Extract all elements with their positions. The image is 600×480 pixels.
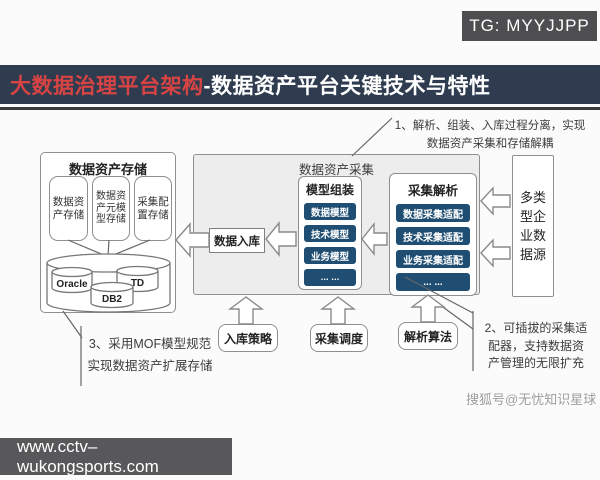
footer-url: www.cctv–wukongsports.com [17, 436, 159, 476]
page-title-red: 大数据治理平台架构 [10, 74, 204, 98]
adapter-data: 数据采集适配 [396, 204, 470, 222]
arrow-up-icon [409, 294, 447, 323]
store-asset: 数据资产存储 [49, 176, 88, 241]
annotation-2-line3: 产管理的无限扩充 [487, 356, 584, 370]
store-metamodel: 数据资产元模型存储 [92, 176, 130, 241]
arrow-left-icon [480, 238, 511, 268]
header-divider [0, 107, 600, 110]
annotation-2-line2: 配器，支持数据资 [487, 338, 584, 353]
page-title: 大数据治理平台架构-数据资产平台关键技术与特性 [0, 65, 600, 104]
arrow-left-icon [480, 186, 511, 216]
ingest-strategy-box: 入库策略 [218, 324, 278, 352]
storage-group-title: 数据资产存储 [68, 162, 147, 177]
tg-badge-label: TG: MYYJJPP [469, 16, 590, 35]
storage-group: 数据资产存储 数据资产存储 数据资产元模型存储 采集配置存储 [40, 152, 176, 313]
tg-badge: TG: MYYJJPP [462, 11, 597, 41]
arrow-up-icon [227, 296, 265, 325]
collect-parse-title: 采集解析 [407, 184, 458, 198]
annotation-3-line1: 3、采用MOF模型规范 [88, 337, 212, 351]
annotation-2: 2、可插拔的采集适 配器，支持数据资 产管理的无限扩充 [476, 320, 596, 373]
parse-algorithm-box: 解析算法 [398, 322, 458, 350]
collection-panel: 数据资产采集 数据入库 模型组装 数据模型 技术模型 业务模型 ... ... … [193, 154, 480, 296]
model-data: 数据模型 [304, 203, 356, 220]
watermark-text: 搜狐号@无忧知识星球 [466, 392, 597, 407]
collect-schedule-box: 采集调度 [310, 324, 368, 352]
store-config: 采集配置存储 [134, 176, 172, 241]
annotation-1-line1: 1、解析、组装、入库过程分离，实现 [394, 120, 586, 132]
adapter-more: ... ... [396, 273, 470, 291]
annotation-3: 3、采用MOF模型规范 实现数据资产扩展存储 [86, 333, 214, 377]
page-title-white: -数据资产平台关键技术与特性 [203, 74, 491, 98]
adapter-business: 业务采集适配 [396, 250, 470, 268]
arrow-up-icon [319, 296, 357, 325]
collect-parse-panel: 采集解析 数据采集适配 技术采集适配 业务采集适配 ... ... [389, 173, 477, 296]
model-tech: 技术模型 [304, 225, 356, 242]
annotation-3-leader-line [62, 310, 83, 339]
model-more: ... ... [304, 269, 356, 286]
annotation-1: 1、解析、组装、入库过程分离，实现 数据资产采集和存储解耦 [386, 117, 594, 153]
annotation-3-line2: 实现数据资产扩展存储 [87, 359, 213, 373]
collection-panel-title: 数据资产采集 [298, 163, 374, 177]
model-business: 业务模型 [304, 247, 356, 264]
annotation-1-line2: 数据资产采集和存储解耦 [426, 138, 554, 150]
annotation-2-line1: 2、可插拔的采集适 [484, 321, 588, 335]
data-source-box: 多类型企业数据源 [512, 155, 554, 297]
model-assembly-title: 模型组装 [305, 183, 354, 197]
model-assembly-panel: 模型组装 数据模型 技术模型 业务模型 ... ... [298, 176, 362, 290]
adapter-tech: 技术采集适配 [396, 227, 470, 245]
ingest-box: 数据入库 [209, 228, 265, 253]
footer-url-bar: www.cctv–wukongsports.com [0, 436, 232, 476]
